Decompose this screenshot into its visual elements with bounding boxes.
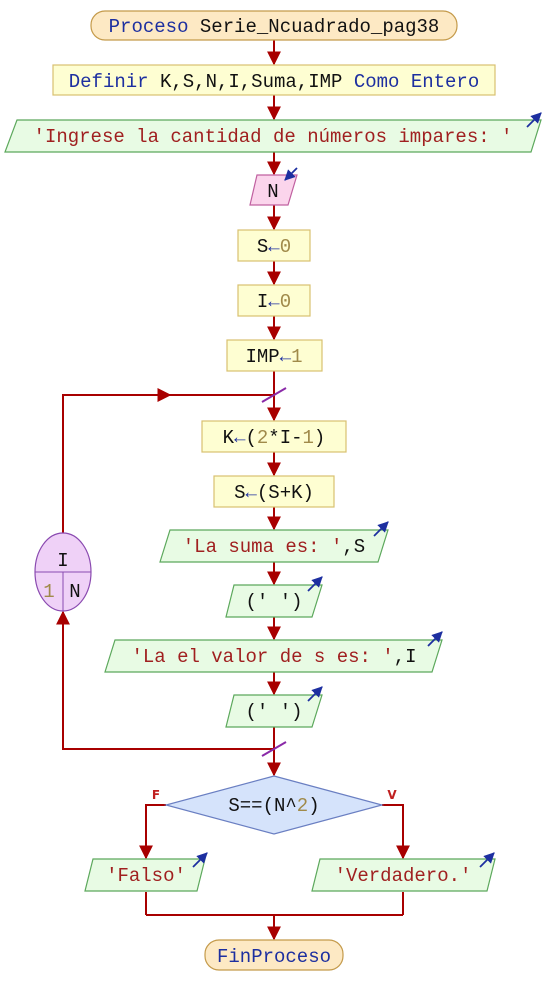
assign-k-node[interactable]: K←(2*I-1) [201,420,347,453]
output-arrow-icon [307,576,323,592]
svg-text:S←(S+K): S←(S+K) [234,482,314,504]
assign-imp-node[interactable]: IMP←1 [226,339,323,372]
output-false-text: 'Falso' [106,865,186,887]
define-keyword: Definir [69,71,149,93]
read-node[interactable]: N [249,167,298,206]
svg-text:'La suma es: ',S: 'La suma es: ',S [183,536,365,558]
input-arrow-icon [284,167,298,181]
assign-i-var: I [257,291,268,313]
assign-arrow-icon: ← [245,482,257,504]
svg-text:S==(N^2): S==(N^2) [228,795,319,817]
output-blank1-node[interactable]: (' ') [225,576,323,618]
output-valor-node[interactable]: 'La el valor de s es: ',I [104,631,443,673]
output-suma-string: 'La suma es: ' [183,536,343,558]
edge-decision-false [139,804,166,860]
assign-k-mid: *I- [268,427,302,449]
decision-expr-post: ) [308,795,319,817]
edge-decision-true [382,804,410,860]
assign-imp-value: 1 [291,346,302,368]
assign-arrow-icon: ← [234,427,246,449]
loop-node[interactable]: I 1 N [34,532,92,612]
edge-loop-back-bottom [56,610,274,750]
assign-i-value: 0 [280,291,291,313]
decision-expr-pre: S==(N^ [228,795,296,817]
assign-imp-var: IMP [245,346,279,368]
assign-arrow-icon: ← [280,346,292,368]
prompt-output-node[interactable]: 'Ingrese la cantidad de números impares:… [4,112,542,153]
output-arrow-icon [427,631,443,647]
output-blank2-node[interactable]: (' ') [225,686,323,728]
output-true-text: 'Verdadero.' [335,865,472,887]
assign-i-node[interactable]: I←0 [237,284,311,317]
decision-false-label: F [152,788,160,802]
svg-text:'La el valor de s es: ',I: 'La el valor de s es: ',I [131,646,416,668]
assign-arrow-icon: ← [268,236,280,258]
output-suma-var: ,S [342,536,365,558]
loop-mark-top [261,387,287,403]
decision-expr-num: 2 [297,795,308,817]
read-var: N [267,181,278,203]
output-blank1-text: (' ') [245,591,302,613]
output-arrow-icon [526,112,542,128]
loop-mark-bottom [261,741,287,757]
output-suma-node[interactable]: 'La suma es: ',S [159,521,389,563]
svg-text:IMP←1: IMP←1 [245,346,302,368]
edges [56,40,410,941]
assign-k-one: 1 [303,427,314,449]
start-keyword: Proceso [109,16,189,38]
start-node[interactable]: Proceso Serie_Ncuadrado_pag38 [90,10,458,41]
end-label: FinProceso [217,946,331,968]
loop-var: I [57,550,68,572]
end-node[interactable]: FinProceso [204,939,344,971]
svg-text:K←(2*I-1): K←(2*I-1) [223,427,326,449]
output-arrow-icon [307,686,323,702]
define-como: Como [354,71,400,93]
define-vars: K,S,N,I,Suma,IMP [160,71,342,93]
loop-from: 1 [43,581,54,603]
assign-arrow-icon: ← [268,291,280,313]
output-true-node[interactable]: 'Verdadero.' [311,852,496,892]
output-arrow-icon [192,852,208,868]
svg-text:S←0: S←0 [257,236,291,258]
loop-to: N [69,581,80,603]
assign-s-node[interactable]: S←0 [237,229,311,262]
assign-s-sum-expr: (S+K) [257,482,314,504]
assign-k-two: 2 [257,427,268,449]
define-node[interactable]: Definir K,S,N,I,Suma,IMP Como Entero [52,64,496,96]
process-name: Serie_Ncuadrado_pag38 [200,16,439,38]
assign-s-sum-node[interactable]: S←(S+K) [213,475,335,508]
svg-text:Proceso Serie_Ncuadrado_pag38: Proceso Serie_Ncuadrado_pag38 [109,16,440,38]
output-arrow-icon [373,521,389,537]
svg-text:Definir K,S,N,I,Suma,IMP Como: Definir K,S,N,I,Suma,IMP Como Entero [69,71,480,93]
decision-true-label: V [387,788,397,802]
assign-s-sum-var: S [234,482,245,504]
output-blank2-text: (' ') [245,701,302,723]
assign-s-var: S [257,236,268,258]
define-type: Entero [411,71,479,93]
output-false-node[interactable]: 'Falso' [84,852,208,892]
edge-loop-back-top [62,388,172,533]
svg-text:I←0: I←0 [257,291,291,313]
assign-k-open: ( [245,427,256,449]
output-valor-string: 'La el valor de s es: ' [131,646,393,668]
assign-k-close: ) [314,427,325,449]
assign-k-var: K [223,427,235,449]
assign-s-value: 0 [280,236,291,258]
output-arrow-icon [479,852,495,868]
decision-node[interactable]: S==(N^2) F V [152,775,397,835]
prompt-text: 'Ingrese la cantidad de números impares:… [34,126,513,148]
output-valor-var: ,I [394,646,417,668]
